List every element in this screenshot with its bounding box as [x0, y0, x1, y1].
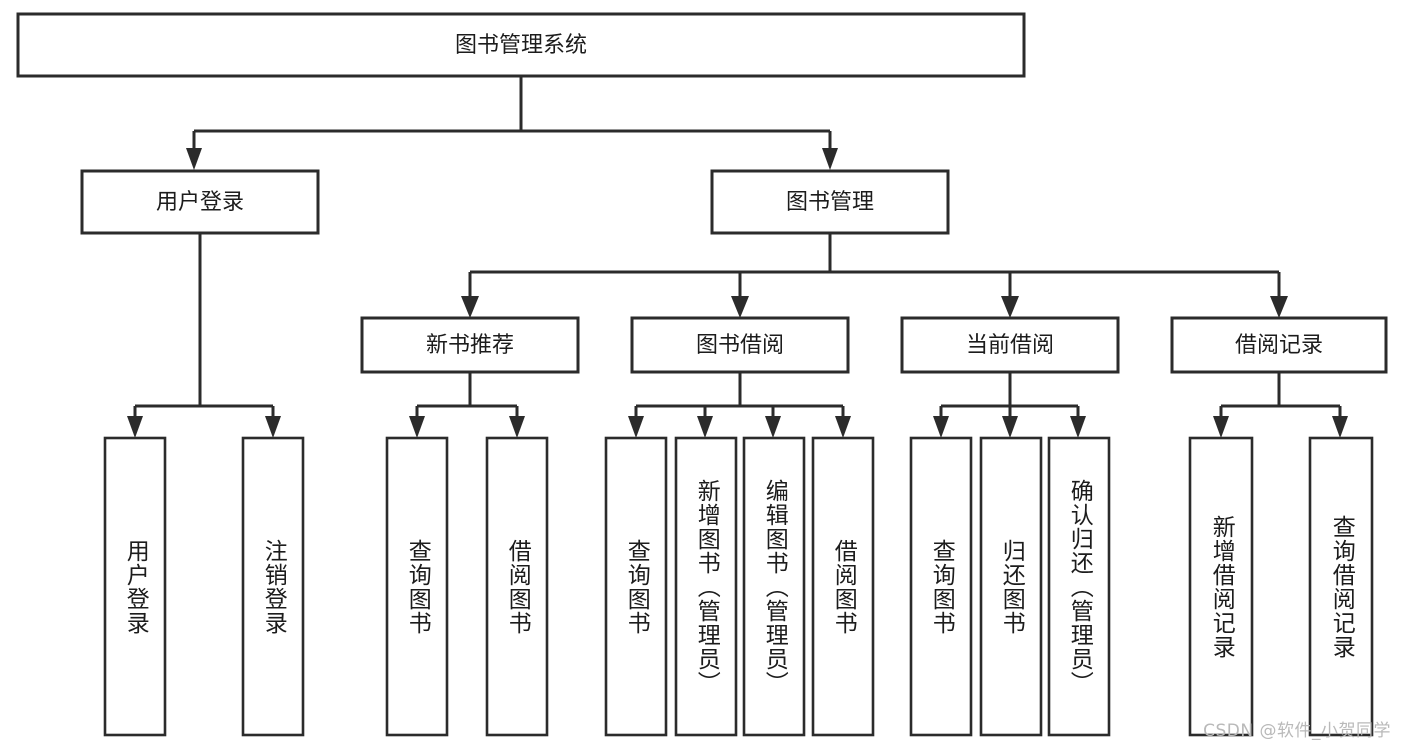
node-current-borrow-label: 当前借阅 — [966, 333, 1054, 358]
edge-borrowrecord-to-leaves — [1213, 372, 1348, 438]
leaf-borrow-book-1-box[interactable] — [485, 436, 549, 737]
leaf-add-book-box[interactable] — [674, 436, 738, 737]
leaf-query-record-box[interactable] — [1308, 436, 1374, 737]
leaf-query-book-1-box[interactable] — [385, 436, 449, 737]
leaf-add-record-box[interactable] — [1188, 436, 1254, 737]
node-book-manage-box[interactable] — [710, 169, 950, 235]
node-book-borrow-box[interactable] — [630, 316, 850, 374]
edge-currentborrow-to-leaves — [933, 372, 1086, 438]
node-borrow-record-label: 借阅记录 — [1235, 333, 1323, 358]
node-book-borrow-label: 图书借阅 — [696, 333, 784, 358]
edge-newbook-to-leaves — [409, 372, 525, 438]
node-user-login-box[interactable] — [80, 169, 320, 235]
edge-userlogin-to-leaves — [127, 234, 281, 438]
node-borrow-record-box[interactable] — [1170, 316, 1388, 374]
leaf-logout-box[interactable] — [241, 436, 305, 737]
leaf-edit-book-box[interactable] — [742, 436, 806, 737]
node-root-box[interactable] — [16, 12, 1026, 78]
leaf-user-login-box[interactable] — [103, 436, 167, 737]
leaf-borrow-book-2-box[interactable] — [811, 436, 875, 737]
leaf-query-book-2-box[interactable] — [604, 436, 668, 737]
node-new-book-rec-label: 新书推荐 — [426, 333, 514, 358]
edge-bookborrow-to-leaves — [628, 372, 851, 438]
watermark-text: CSDN @软件_小贺同学 — [1203, 721, 1391, 741]
leaf-return-book-box[interactable] — [979, 436, 1043, 737]
leaf-query-book-3-box[interactable] — [909, 436, 973, 737]
edge-root-to-level2 — [186, 76, 838, 170]
edge-bookmanage-to-level3 — [461, 234, 1288, 318]
node-root-label: 图书管理系统 — [455, 33, 587, 58]
node-book-manage-label: 图书管理 — [786, 190, 874, 215]
leaf-confirm-return-box[interactable] — [1047, 436, 1111, 737]
node-current-borrow-box[interactable] — [900, 316, 1120, 374]
node-new-book-rec-box[interactable] — [360, 316, 580, 374]
node-user-login-label: 用户登录 — [156, 190, 244, 215]
